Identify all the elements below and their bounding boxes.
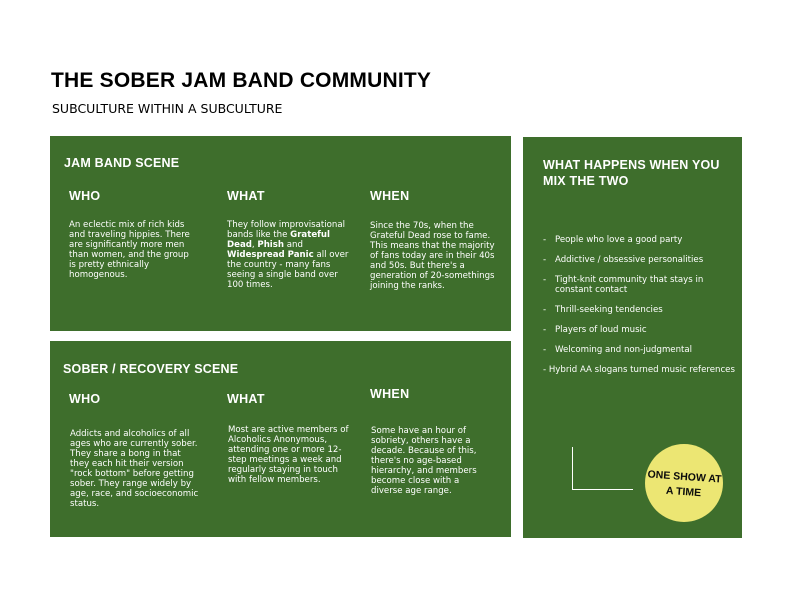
jam-when-text: Since the 70s, when the Grateful Dead ro… [370,221,495,291]
sober-who-text: Addicts and alcoholics of all ages who a… [70,429,199,509]
jam-what-label: WHAT [227,189,265,203]
mix-heading: WHAT HAPPENS WHEN YOU MIX THE TWO [543,158,720,188]
sober-what-text: Most are active members of Alcoholics An… [228,425,349,485]
badge-text: ONE SHOW AT A TIME [647,468,722,500]
jam-who-text: An eclectic mix of rich kids and traveli… [69,220,190,280]
corner-bracket-line [572,447,633,490]
sober-recovery-panel: SOBER / RECOVERY SCENE WHO Addicts and a… [50,341,511,537]
jam-who-label: WHO [69,189,101,203]
sober-when-text: Some have an hour of sobriety, others ha… [371,426,477,496]
list-item: -Players of loud music [543,325,647,335]
mix-list: -People who love a good party -Addictive… [543,235,738,385]
sober-who-label: WHO [69,392,101,406]
one-show-badge: ONE SHOW AT A TIME [645,444,723,522]
list-item: -Thrill-seeking tendencies [543,305,663,315]
sober-heading: SOBER / RECOVERY SCENE [63,362,239,376]
jam-what-text: They follow improvisational bands like t… [227,220,349,290]
mix-panel: WHAT HAPPENS WHEN YOU MIX THE TWO -Peopl… [523,137,742,538]
jam-band-heading: JAM BAND SCENE [64,156,180,170]
list-item: -Welcoming and non-judgmental [543,345,693,355]
jam-band-panel: JAM BAND SCENE WHO An eclectic mix of ri… [50,136,511,331]
list-item: -Addictive / obsessive personalities [543,255,704,265]
page-title: THE SOBER JAM BAND COMMUNITY [51,69,432,92]
sober-what-label: WHAT [227,392,265,406]
list-item: -People who love a good party [543,235,683,245]
sober-when-label: WHEN [370,387,410,401]
jam-when-label: WHEN [370,189,410,203]
list-item: - Hybrid AA slogans turned music referen… [543,365,735,375]
page-subtitle: SUBCULTURE WITHIN A SUBCULTURE [52,101,283,116]
list-item: -Tight-knit community that stays in cons… [543,275,704,295]
